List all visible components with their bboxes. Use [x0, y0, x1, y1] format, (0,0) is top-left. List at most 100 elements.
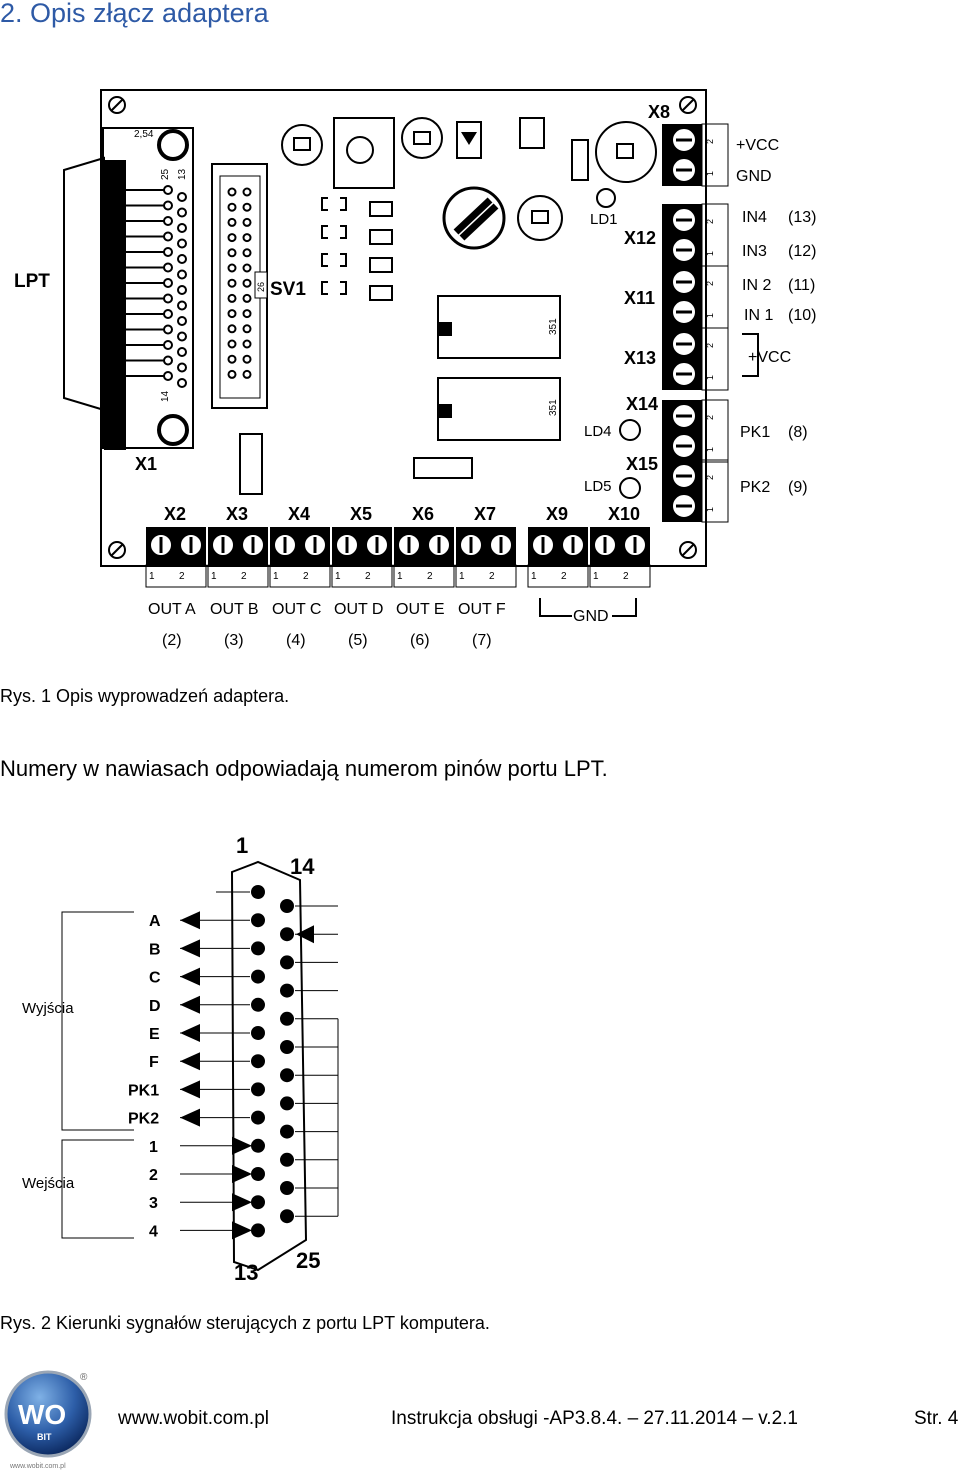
capacitor-icon — [401, 117, 443, 159]
terminal-pin-2: 2 — [705, 219, 715, 224]
right-connector-label: IN 1 — [744, 307, 773, 324]
terminal-pin-1: 1 — [705, 251, 715, 256]
input-arrow-icon — [232, 1136, 252, 1155]
lpt-pin — [177, 223, 187, 233]
terminal-pin-number: 2 — [561, 571, 567, 582]
right-connector-pin: (8) — [788, 424, 808, 441]
terminal-number-box — [455, 564, 517, 588]
vcc-bracket — [742, 333, 759, 377]
ld5-label: LD5 — [584, 478, 612, 495]
capacitor-icon — [281, 124, 323, 166]
led-ld1-icon — [596, 188, 616, 208]
db25-pin — [251, 1054, 265, 1069]
terminal-number-box — [393, 564, 455, 588]
terminal-number-box — [589, 564, 651, 588]
lpt-pin — [177, 269, 187, 280]
signal-label: 1 — [149, 1139, 158, 1156]
right-connector-label: PK1 — [740, 424, 770, 441]
right-connector-pin: (12) — [788, 243, 816, 260]
db25-pin — [280, 1040, 294, 1054]
terminal-pin-number: 1 — [531, 571, 537, 582]
sv1-label: SV1 — [270, 279, 306, 300]
jumper-block — [519, 117, 545, 149]
terminal-pin-number: 1 — [211, 571, 217, 582]
x11-label: X11 — [624, 288, 655, 308]
ld1-label: LD1 — [590, 211, 618, 228]
output-arrow-icon — [180, 1108, 200, 1127]
pad-outline — [369, 229, 393, 245]
lpt-pin — [163, 247, 173, 257]
adapter-board-figure: LPT X1 2,54 F25 25 13 14 26 SV1 — [14, 89, 816, 649]
capacitor-icon — [595, 121, 657, 183]
sv1-pin — [242, 233, 252, 243]
lpt-pin — [177, 254, 187, 264]
lpt-pin — [163, 309, 173, 319]
lpt-pin — [163, 371, 173, 381]
terminal-pin-2: 2 — [705, 343, 715, 348]
sv1-pin — [242, 369, 252, 379]
db25-pin — [280, 1152, 294, 1167]
terminal-pin-number: 1 — [459, 571, 465, 582]
bottom-connector-label: X5 — [350, 504, 372, 524]
diode-icon — [456, 121, 482, 159]
output-label: OUT D — [334, 601, 383, 618]
x13-label: X13 — [624, 348, 656, 368]
ld4-label: LD4 — [584, 423, 612, 440]
db25-pin — [251, 997, 265, 1012]
pin-14-label: 14 — [290, 854, 315, 879]
relay-code-label: 351 — [548, 318, 559, 335]
lpt-pin-note: Numery w nawiasach odpowiadają numerom p… — [0, 756, 608, 781]
terminal-pin-number: 2 — [365, 571, 371, 582]
relay-module — [333, 117, 395, 189]
signal-label: C — [149, 970, 161, 987]
output-pin-label: (6) — [410, 632, 430, 649]
db25-pin — [280, 983, 294, 998]
output-arrow-icon — [180, 911, 200, 930]
signal-label: PK2 — [128, 1111, 159, 1128]
logo-text: WO — [18, 1399, 66, 1430]
sv1-pin — [227, 293, 237, 303]
signal-label: 2 — [149, 1167, 158, 1184]
inputs-bracket — [61, 1139, 134, 1239]
pad-outline — [369, 201, 393, 217]
sv1-pin — [227, 354, 237, 364]
sv1-pin — [242, 339, 252, 349]
db25-pin — [251, 1195, 265, 1210]
output-pin-label: (2) — [162, 632, 182, 649]
sv1-pin — [242, 263, 252, 273]
output-arrow-icon — [180, 967, 200, 986]
pin-13-label: 13 — [177, 168, 188, 180]
led-ld4-icon — [619, 419, 641, 441]
mounting-hole-icon — [108, 541, 126, 559]
input-arrow-icon — [232, 1193, 252, 1212]
terminal-pin-number: 1 — [149, 571, 155, 582]
pin-25-label: 25 — [296, 1248, 320, 1273]
terminal-pin-number: 1 — [397, 571, 403, 582]
x8-label: X8 — [648, 102, 670, 122]
sv1-pin — [242, 217, 252, 227]
lpt-pin — [177, 331, 187, 342]
terminal-pin-number: 2 — [179, 571, 185, 582]
sv1-pin — [242, 354, 252, 364]
terminal-pin-2: 2 — [705, 139, 715, 144]
sv1-pin — [242, 248, 252, 258]
db25-pin — [280, 927, 294, 942]
logo-url: www.wobit.com.pl — [9, 1463, 66, 1470]
output-label: OUT E — [396, 601, 445, 618]
output-arrow-icon — [180, 939, 200, 958]
relay-icon — [437, 377, 561, 441]
relay-code-label: 351 — [548, 399, 559, 416]
signal-label: 3 — [149, 1195, 158, 1212]
potentiometer-icon — [442, 186, 506, 250]
output-pin-label: (3) — [224, 632, 244, 649]
lpt-pin — [177, 238, 187, 249]
terminal-pin-number: 2 — [241, 571, 247, 582]
terminal-number-box — [331, 564, 393, 588]
output-pin-label: (4) — [286, 632, 306, 649]
db25-pin — [251, 885, 265, 899]
terminal-pin-number: 2 — [623, 571, 629, 582]
sv1-pin-header — [211, 163, 268, 409]
sv1-pin — [227, 324, 237, 334]
output-arrow-icon — [180, 995, 200, 1014]
signal-label: A — [149, 913, 161, 930]
